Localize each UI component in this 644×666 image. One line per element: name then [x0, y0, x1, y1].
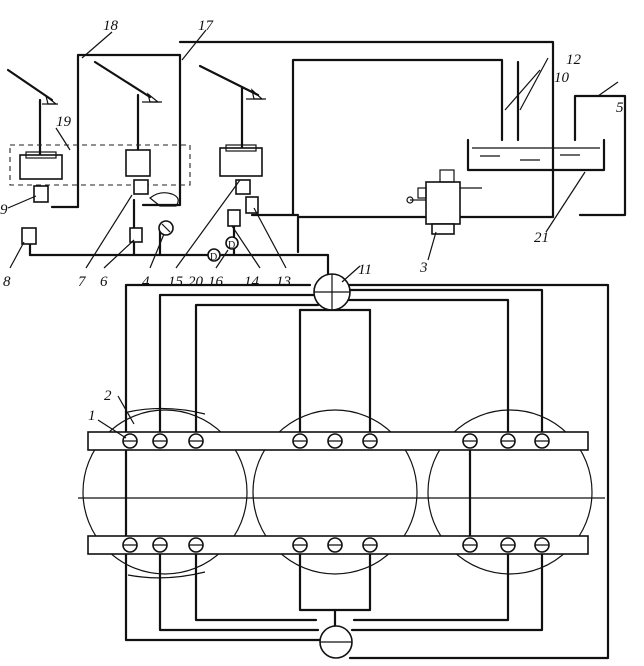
distributor-lower	[319, 625, 353, 659]
check-valve-13	[245, 196, 259, 214]
drum-right	[427, 409, 593, 575]
label-12: 12	[566, 52, 582, 68]
leader-lines	[7, 29, 619, 439]
check-valve-15	[235, 179, 251, 195]
check-valve-14	[227, 209, 241, 227]
label-1: 1	[88, 408, 96, 424]
label-8: 8	[3, 274, 11, 290]
label-14: 14	[244, 274, 260, 290]
gauge-20-text: D	[210, 252, 217, 263]
label-4: 4	[142, 274, 150, 290]
label-16: 16	[208, 274, 224, 290]
cylinder-left	[19, 154, 63, 180]
cylinder-right	[219, 147, 263, 177]
roll-bars	[87, 431, 589, 555]
lower-loops	[124, 283, 610, 660]
label-11: 11	[358, 262, 372, 278]
check-valve-9	[33, 185, 49, 203]
label-7: 7	[78, 274, 87, 290]
distributor-11	[313, 273, 351, 311]
valve-units	[9, 144, 263, 245]
drums	[78, 407, 605, 579]
gauge-16	[225, 236, 239, 250]
gauge-16-text: D	[228, 240, 235, 251]
gauge-20	[207, 248, 221, 262]
distributor-3	[406, 169, 482, 235]
label-20: 20	[188, 274, 204, 290]
unit-group-19-outline	[9, 144, 191, 186]
tank-21	[466, 138, 606, 172]
label-2: 2	[104, 388, 112, 404]
check-valve-6	[129, 227, 143, 243]
label-13: 13	[276, 274, 291, 290]
cylinder-middle	[125, 149, 151, 177]
callout-labels: 18 17 12 10 5 19 9 8 7 6 4 15 20 16 14 1…	[0, 18, 624, 424]
drum-middle	[252, 409, 418, 575]
nozzles-upper	[122, 433, 550, 449]
label-9: 9	[0, 202, 8, 218]
check-valve-7	[133, 179, 149, 195]
label-15: 15	[168, 274, 184, 290]
gauge-marks: D D	[207, 236, 239, 263]
label-18: 18	[103, 18, 119, 34]
label-19: 19	[56, 114, 72, 130]
label-5: 5	[616, 100, 624, 116]
label-6: 6	[100, 274, 108, 290]
label-3: 3	[419, 260, 428, 276]
check-valve-8	[21, 227, 37, 245]
label-17: 17	[198, 18, 215, 34]
drum-left	[82, 409, 248, 575]
nozzles-lower	[122, 537, 550, 553]
label-10: 10	[554, 70, 570, 86]
operating-levers	[6, 60, 266, 162]
label-21: 21	[534, 230, 549, 246]
